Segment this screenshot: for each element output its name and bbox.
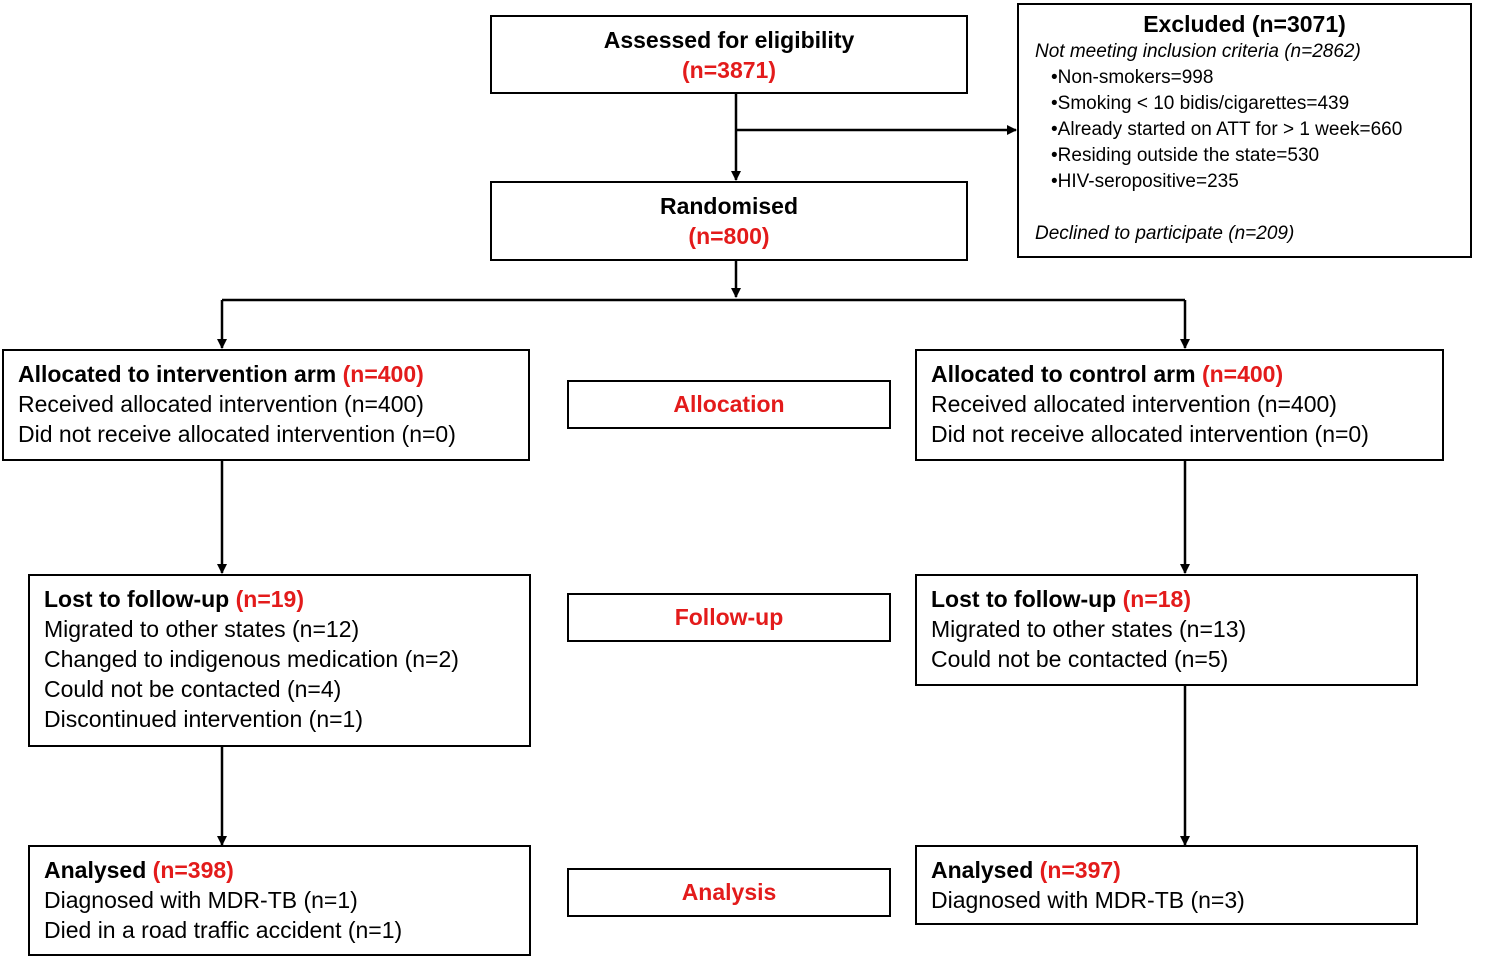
intervention-allocated-count: (n=400) <box>342 361 424 387</box>
intervention-followup-line: Migrated to other states (n=12) <box>44 616 360 642</box>
intervention-allocated-title: Allocated to intervention arm <box>18 361 337 387</box>
control-analysed-box: Analysed (n=397) Diagnosed with MDR-TB (… <box>915 845 1418 925</box>
control-allocated-line: Received allocated intervention (n=400) <box>931 391 1337 417</box>
control-followup-count: (n=18) <box>1122 586 1192 612</box>
intervention-analysed-count: (n=398) <box>152 857 234 883</box>
control-analysed-line: Diagnosed with MDR-TB (n=3) <box>931 887 1245 913</box>
assessed-box: Assessed for eligibility (n=3871) <box>490 15 968 94</box>
excluded-bullet: •HIV-seropositive=235 <box>1051 171 1239 192</box>
intervention-analysed-title: Analysed <box>44 857 147 883</box>
control-followup-line: Could not be contacted (n=5) <box>931 646 1229 672</box>
control-analysed-title: Analysed <box>931 857 1034 883</box>
control-followup-title: Lost to follow-up <box>931 586 1117 612</box>
excluded-bullet: •Non-smokers=998 <box>1051 67 1214 88</box>
intervention-analysed-box: Analysed (n=398) Diagnosed with MDR-TB (… <box>28 845 531 956</box>
control-followup-box: Lost to follow-up (n=18) Migrated to oth… <box>915 574 1418 686</box>
intervention-followup-box: Lost to follow-up (n=19) Migrated to oth… <box>28 574 531 747</box>
excluded-bullet: •Smoking < 10 bidis/cigarettes=439 <box>1051 93 1350 114</box>
intervention-allocated-line: Did not receive allocated intervention (… <box>18 421 456 447</box>
intervention-followup-title: Lost to follow-up <box>44 586 230 612</box>
excluded-subheading: Not meeting inclusion criteria (n=2862) <box>1035 41 1361 62</box>
assessed-title: Assessed for eligibility <box>603 27 855 53</box>
randomised-box: Randomised (n=800) <box>490 181 968 261</box>
control-followup-line: Migrated to other states (n=13) <box>931 616 1247 642</box>
control-allocated-line: Did not receive allocated intervention (… <box>931 421 1369 447</box>
control-analysed-count: (n=397) <box>1039 857 1121 883</box>
intervention-allocated-line: Received allocated intervention (n=400) <box>18 391 424 417</box>
intervention-followup-count: (n=19) <box>235 586 305 612</box>
control-allocated-box: Allocated to control arm (n=400) Receive… <box>915 349 1444 461</box>
intervention-analysed-line: Died in a road traffic accident (n=1) <box>44 917 403 943</box>
randomised-title: Randomised <box>659 193 799 219</box>
excluded-declined: Declined to participate (n=209) <box>1035 223 1295 244</box>
control-allocated-title: Allocated to control arm <box>931 361 1196 387</box>
intervention-allocated-box: Allocated to intervention arm (n=400) Re… <box>2 349 530 461</box>
excluded-title: Excluded (n=3071) <box>1143 11 1346 37</box>
intervention-followup-line: Discontinued intervention (n=1) <box>44 706 363 732</box>
excluded-bullet: •Residing outside the state=530 <box>1051 145 1320 166</box>
stage-followup: Follow-up <box>567 593 891 642</box>
intervention-followup-line: Changed to indigenous medication (n=2) <box>44 646 459 672</box>
assessed-count: (n=3871) <box>682 57 776 83</box>
intervention-analysed-line: Diagnosed with MDR-TB (n=1) <box>44 887 358 913</box>
excluded-box: Excluded (n=3071) Not meeting inclusion … <box>1017 3 1472 258</box>
excluded-bullet: •Already started on ATT for > 1 week=660 <box>1051 119 1403 140</box>
control-allocated-count: (n=400) <box>1201 361 1284 387</box>
stage-allocation: Allocation <box>567 380 891 429</box>
stage-analysis: Analysis <box>567 868 891 917</box>
intervention-followup-line: Could not be contacted (n=4) <box>44 676 342 702</box>
randomised-count: (n=800) <box>688 223 770 249</box>
